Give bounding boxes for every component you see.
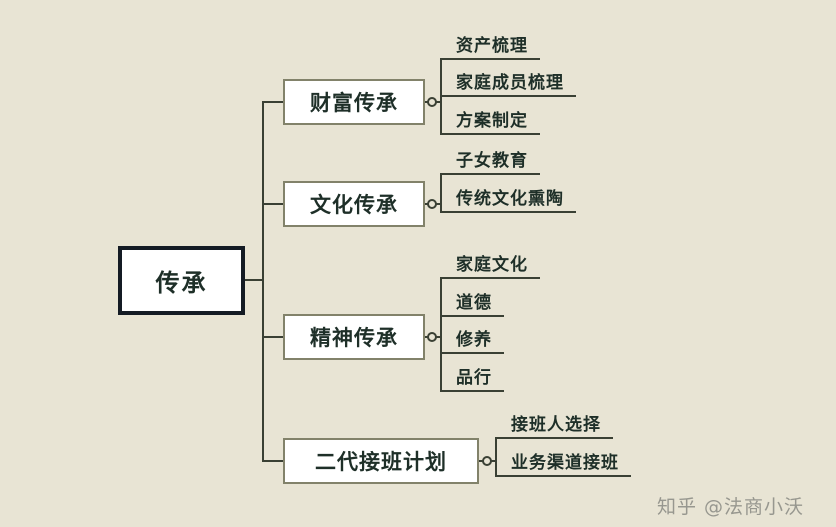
- connector-dot-icon: [482, 456, 492, 466]
- leaf-node: 资产梳理: [440, 34, 540, 60]
- leaf-node: 接班人选择: [495, 413, 613, 439]
- branch-spirit-inheritance: 精神传承: [283, 314, 425, 360]
- connector-line-main-trunk: [262, 101, 264, 462]
- branch-culture-inheritance: 文化传承: [283, 181, 425, 227]
- connector-line-branch-3-trunk: [440, 277, 442, 392]
- connector-line-branch-2-trunk: [440, 173, 442, 213]
- leaf-node: 修养: [440, 328, 504, 354]
- connector-dot-icon: [427, 199, 437, 209]
- leaf-node: 家庭文化: [440, 253, 540, 279]
- connector-line-branch-2: [262, 203, 283, 205]
- watermark: 知乎 @法商小沃: [656, 496, 804, 518]
- leaf-node: 品行: [440, 366, 504, 392]
- connector-line-branch-4-trunk: [495, 437, 497, 477]
- leaf-node: 业务渠道接班: [495, 451, 631, 477]
- connector-dot-icon: [427, 97, 437, 107]
- connector-line-branch-4: [262, 460, 283, 462]
- leaf-node: 家庭成员梳理: [440, 71, 576, 97]
- leaf-node: 方案制定: [440, 109, 540, 135]
- branch-wealth-inheritance: 财富传承: [283, 79, 425, 125]
- leaf-node: 子女教育: [440, 149, 540, 175]
- root-node: 传承: [118, 246, 245, 315]
- connector-line-branch-1: [262, 101, 283, 103]
- branch-succession-plan: 二代接班计划: [283, 438, 479, 484]
- leaf-node: 道德: [440, 291, 504, 317]
- connector-line-branch-3: [262, 336, 283, 338]
- leaf-node: 传统文化熏陶: [440, 187, 576, 213]
- connector-dot-icon: [427, 332, 437, 342]
- connector-line-root-stub: [245, 279, 263, 281]
